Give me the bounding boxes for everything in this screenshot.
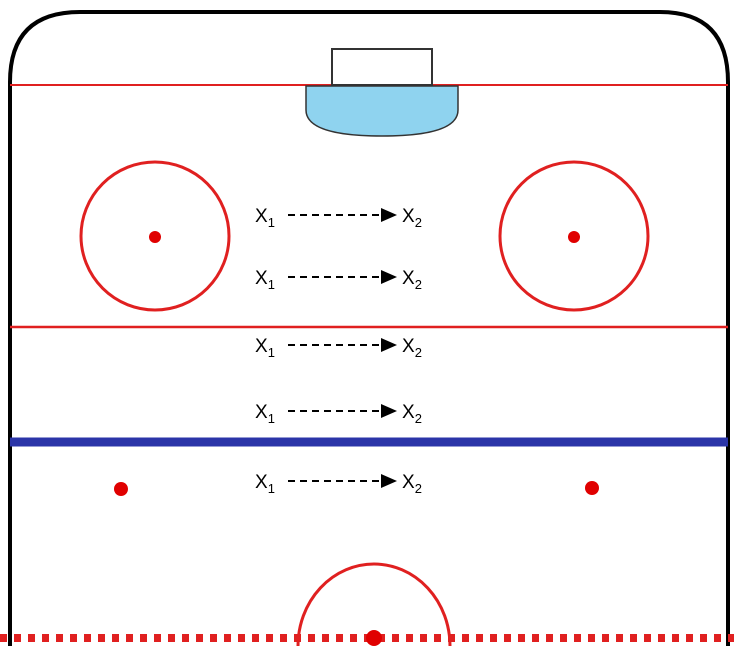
arrow-head [381,270,397,284]
goal-crease [305,85,459,137]
neutral-right-dot [585,481,599,495]
goal-net [331,48,433,86]
start-player: X1 [255,402,275,426]
left-faceoff-dot [149,231,161,243]
drill-row: X1 X2 [255,402,422,426]
arrow-head [381,338,397,352]
start-player: X1 [255,268,275,292]
end-player: X2 [402,472,422,496]
drill-row: X1 X2 [255,206,422,230]
end-player: X2 [402,206,422,230]
end-player: X2 [402,268,422,292]
end-player: X2 [402,336,422,360]
center-dot [366,630,382,646]
start-player: X1 [255,336,275,360]
drill-row: X1 X2 [255,336,422,360]
center-circle [296,562,452,646]
arrow-head [381,404,397,418]
right-faceoff-circle [498,160,650,312]
drill-row: X1 X2 [255,472,422,496]
neutral-left-dot [114,482,128,496]
drill-row: X1 X2 [255,268,422,292]
start-player: X1 [255,472,275,496]
rink-boards [8,10,730,646]
arrow-head [381,474,397,488]
start-player: X1 [255,206,275,230]
arrow-head [381,208,397,222]
end-player: X2 [402,402,422,426]
right-faceoff-dot [568,231,580,243]
left-faceoff-circle [79,160,231,312]
